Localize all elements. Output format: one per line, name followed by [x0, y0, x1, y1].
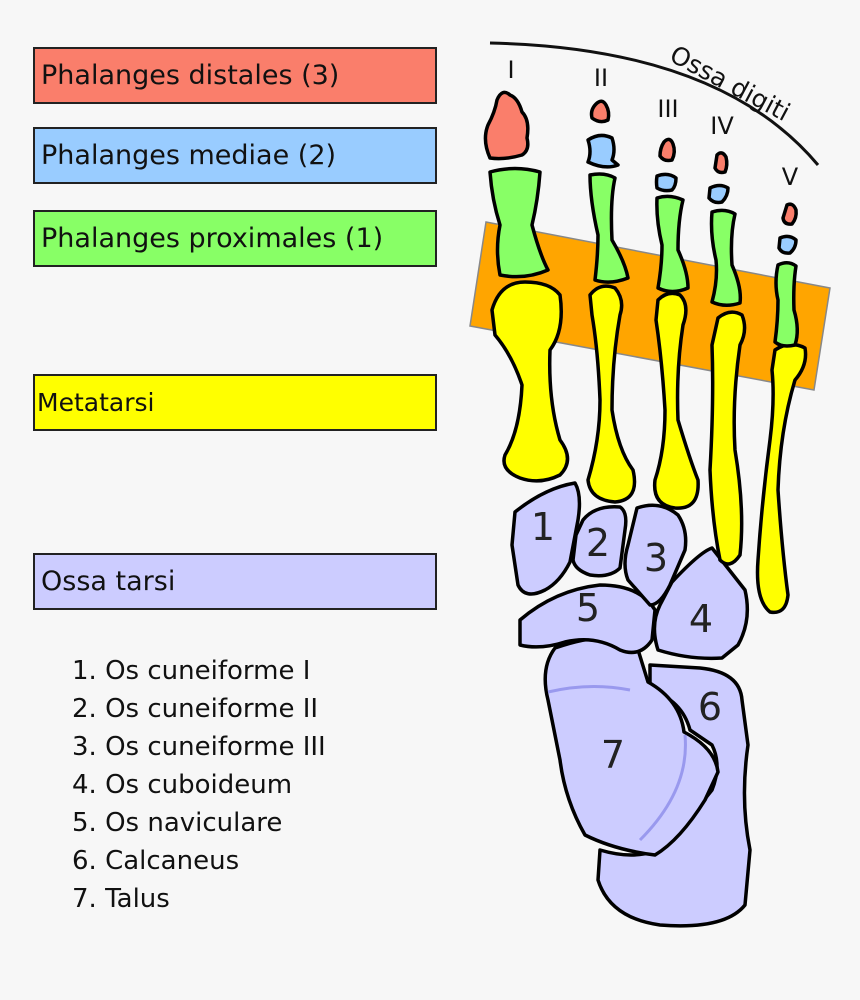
cuneiform-2-bone [571, 505, 628, 578]
tarsal-number-2: 2 [586, 521, 610, 565]
middle-phalanx-4-bone [707, 183, 730, 205]
middle-phalanx-2-bone [586, 133, 620, 169]
distal-phalanx-1-bone [483, 90, 530, 161]
distal-phalanx-5-bone [781, 202, 798, 226]
legend-metatarsals: Metatarsi [33, 374, 437, 431]
toe-numeral-III: III [657, 95, 678, 123]
legend-label: Phalanges proximales (1) [41, 223, 384, 254]
legend-middle-phalanges: Phalanges mediae (2) [33, 127, 437, 184]
distal-phalanx-3-bone [658, 137, 677, 163]
toe-numeral-IV: IV [710, 112, 734, 140]
tarsal-number-6: 6 [698, 685, 722, 729]
metatarsal-4-bone [708, 310, 747, 566]
toe-numeral-I: I [507, 56, 514, 84]
key-item: 1. Os cuneiforme I [72, 656, 311, 686]
subtalar-joint-line [547, 684, 687, 842]
metatarsal-5-bone [755, 342, 808, 615]
key-item: 2. Os cuneiforme II [72, 694, 319, 724]
legend-proximal-phalanges: Phalanges proximales (1) [33, 210, 437, 267]
tarsal-number-3: 3 [644, 536, 668, 580]
legend-label: Metatarsi [37, 388, 155, 417]
proximal-phalanx-1-bone [488, 166, 550, 279]
navicular-bone [518, 583, 657, 655]
distal-phalanx-2-bone [589, 99, 611, 124]
calcaneus-bone [596, 663, 752, 928]
proximal-phalanx-4-bone [709, 208, 743, 307]
legend-distal-phalanges: Phalanges distales (3) [33, 47, 437, 104]
legend-tarsals: Ossa tarsi [33, 553, 437, 610]
tarsal-number-5: 5 [576, 586, 600, 630]
tarsal-number-1: 1 [531, 505, 555, 549]
tarsal-number-4: 4 [689, 597, 713, 641]
cuboid-bone [652, 546, 750, 661]
legend-label: Ossa tarsi [41, 566, 176, 597]
legend-label: Phalanges mediae (2) [41, 140, 337, 171]
tarsal-key-list: 1. Os cuneiforme I 2. Os cuneiforme II 3… [72, 652, 326, 918]
ossa-digiti-arc [489, 41, 820, 166]
proximal-phalanx-2-bone [588, 172, 630, 284]
key-item: 3. Os cuneiforme III [72, 732, 326, 762]
cuneiform-1-bone [510, 481, 582, 596]
middle-phalanx-5-bone [777, 234, 798, 255]
toe-numeral-II: II [594, 64, 608, 92]
toe-numeral-V: V [782, 163, 799, 191]
proximal-phalanx-3-bone [655, 194, 690, 294]
proximal-phalanx-5-bone [773, 261, 799, 348]
metatarsal-1-bone [490, 280, 570, 483]
key-item: 5. Os naviculare [72, 808, 283, 838]
key-item: 6. Calcaneus [72, 846, 240, 876]
metatarsal-3-bone [652, 291, 700, 510]
legend-label: Phalanges distales (3) [41, 60, 340, 91]
talus-bone [543, 635, 720, 857]
tarsal-number-7: 7 [601, 733, 625, 777]
middle-phalanx-3-bone [654, 172, 678, 193]
key-item: 7. Talus [72, 884, 170, 914]
key-item: 4. Os cuboideum [72, 770, 293, 800]
cuneiform-3-bone [623, 503, 688, 607]
distal-phalanx-4-bone [713, 151, 729, 175]
metatarsal-2-bone [586, 284, 637, 504]
